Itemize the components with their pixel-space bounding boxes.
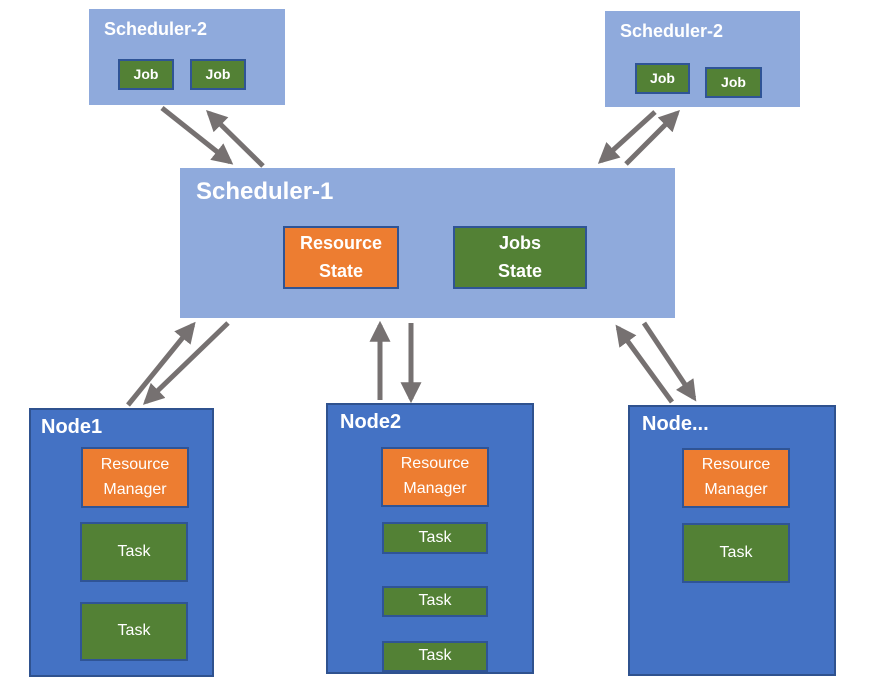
resource-manager-box: Resource Manager xyxy=(381,447,489,507)
job-box: Job xyxy=(190,59,246,90)
task-box: Task xyxy=(80,602,188,661)
resource-state-box: Resource State xyxy=(283,226,399,289)
node-ellipsis-title: Node... xyxy=(642,413,709,435)
scheduler-2-right-title: Scheduler-2 xyxy=(620,21,724,41)
resource-manager-box: Resource Manager xyxy=(81,447,189,508)
jobs-state-line2: State xyxy=(497,260,542,281)
arrow-s2left-to-s1 xyxy=(160,106,234,165)
scheduler-2-left-title: Scheduler-2 xyxy=(104,19,208,39)
scheduler-2-left-box: Scheduler-2 Job Job xyxy=(89,9,285,105)
scheduler-1-box: Scheduler-1 Resource State Jobs State xyxy=(180,168,675,318)
arrow-node1-to-s1 xyxy=(126,321,196,407)
arrow-s1-to-s2right xyxy=(624,110,680,166)
node1-title: Node1 xyxy=(41,416,103,438)
job-box: Job xyxy=(705,67,762,98)
arrow-nodeN-to-s1 xyxy=(615,324,675,404)
task-box: Task xyxy=(682,523,790,583)
arrow-s1-to-nodeN xyxy=(641,321,697,402)
arrow-s2right-to-s1 xyxy=(597,110,657,164)
node-ellipsis-box: Node... Resource Manager Task xyxy=(628,405,836,676)
resource-state-line1: Resource xyxy=(299,232,383,253)
arrow-s1-to-node1 xyxy=(142,321,230,405)
job-box: Job xyxy=(118,59,174,90)
resource-state-line2: State xyxy=(318,260,363,281)
jobs-state-box: Jobs State xyxy=(453,226,587,289)
node2-box: Node2 Resource Manager Task Task Task xyxy=(326,403,534,674)
node1-box: Node1 Resource Manager Task Task xyxy=(29,408,214,677)
task-box: Task xyxy=(382,522,488,554)
jobs-state-line1: Jobs xyxy=(498,232,541,253)
task-box: Task xyxy=(382,641,488,672)
task-box: Task xyxy=(80,522,188,582)
arrow-s1-to-s2left xyxy=(206,110,265,168)
job-box: Job xyxy=(635,63,690,94)
scheduler-2-right-box: Scheduler-2 Job Job xyxy=(605,11,800,107)
resource-manager-box: Resource Manager xyxy=(682,448,790,508)
scheduler-1-title: Scheduler-1 xyxy=(196,178,334,205)
task-box: Task xyxy=(382,586,488,617)
node2-title: Node2 xyxy=(340,411,402,433)
